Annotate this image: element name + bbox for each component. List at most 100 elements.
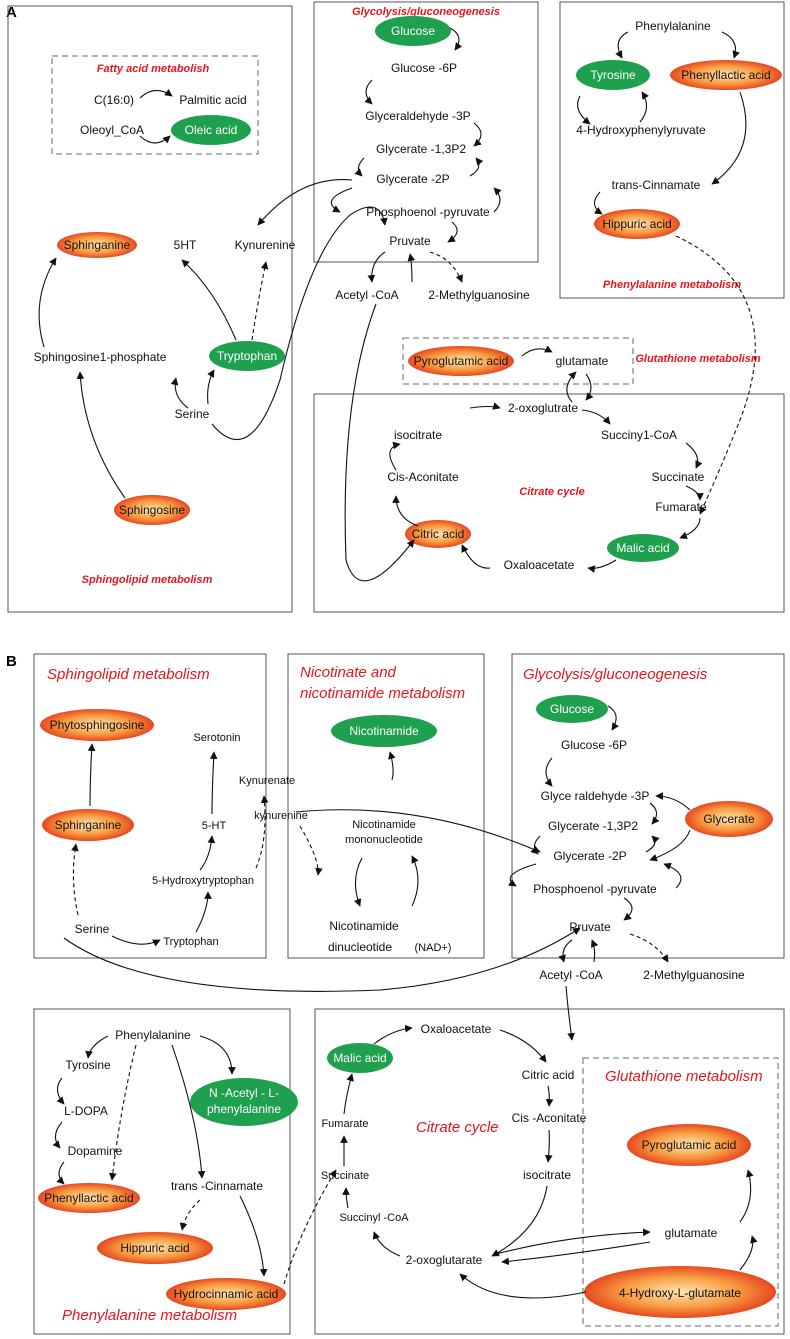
ellipse-tryptophan-a [209,341,285,371]
node-phytosphingosine-b: Phytosphingosine [50,718,145,732]
title-fatty-acid-a: Fatty acid metabolish [97,63,210,75]
dashed-arrow [629,933,669,963]
arrow [491,1185,548,1257]
arrow [649,802,660,825]
dashed-arrow [251,261,269,341]
ellipse-nicotinamide-b [331,715,437,747]
dashed-arrow [179,1199,201,1231]
node-5ht-b: 5-HT [202,820,227,832]
node-fumarate-a: Fumarate [655,500,707,514]
arrow [139,135,171,144]
dashed-arrow [283,1169,337,1285]
node-glucose-b: Glucose [550,702,594,716]
title-sphingolipid-b: Sphingolipid metabolism [47,666,210,683]
arrow [685,442,703,469]
node-succinate-b: Succinate [321,1170,369,1182]
arrow [85,1035,109,1059]
node-phenyllactic-b: Phenyllactic acid [44,1191,133,1205]
node-serine-a: Serine [175,407,210,421]
node-nmn-b-1: Nicotinamide [352,819,416,831]
node-nad-b-2: dinucleotide [328,940,392,954]
arrow [590,939,599,963]
ellipse-pyroglutamic-b [627,1124,751,1166]
ellipse-sphinganine-b [42,809,134,841]
node-glutamate-b: glutamate [665,1226,718,1240]
arrow [171,1044,206,1179]
title-nicotinate-b-2: nicotinamide metabolism [300,685,465,702]
node-citric-a: Citric acid [412,527,465,541]
arrow [679,517,701,539]
arrow [392,495,419,527]
node-pyroglutamic-b: Pyroglutamic acid [642,1138,737,1152]
node-glycerate-b: Glycerate [703,812,755,826]
node-c16: C(16:0) [94,93,134,107]
arrow [639,91,649,123]
arrow [344,303,415,582]
nicotinate-box-b [287,653,485,959]
node-pruvate-b: Pruvate [569,920,611,934]
arrow [367,251,386,283]
node-glyceraldehyde-3p-b: Glyce raldehyde -3P [541,789,650,803]
arrow [111,935,161,947]
arrow [645,835,660,853]
ellipse-oleic-acid [171,115,251,145]
arrow [655,792,691,811]
glutathione-box-b [582,1057,779,1327]
panel-label-a: A [6,4,17,21]
node-phenyllactic-a: Phenyllactic acid [681,68,770,82]
arrow [449,27,463,51]
citrate-box-a [313,393,785,613]
arrow [330,187,353,213]
title-citrate-b: Citrate cycle [416,1119,499,1136]
sphingolipid-box-b [33,653,267,959]
ellipse-n-acetyl-b [190,1078,298,1126]
node-hydroxyphenylpyruvate-a: 4-Hydroxyphenylyruvate [576,123,706,137]
node-methylguanosine-b: 2-Methylguanosine [643,968,745,982]
node-fumarate-b: Fumarate [321,1118,368,1130]
arrow [459,1273,587,1299]
arrow [581,409,611,425]
node-kynurenine-a: Kynurenine [235,238,296,252]
arrow [353,857,363,907]
node-2-oxoglutrate-a: 2-oxoglutrate [508,401,578,415]
arrow [388,751,396,781]
arrow [615,31,629,59]
dashed-arrow [255,795,269,869]
node-tryptophan-b: Tryptophan [163,936,218,948]
node-phenylalanine-a: Phenylalanine [635,19,711,33]
node-n-acetyl-b-1: N -Acetyl - L- [209,1086,279,1100]
node-s1p-a: Sphingosine1-phosphate [34,350,167,364]
node-glyceraldehyde-3p-a: Glyceraldehyde -3P [365,109,470,123]
arrow [56,1077,65,1105]
node-glycerate-13p2-b: Glycerate -1,3P2 [548,819,638,833]
arrow [577,95,591,125]
title-sphingolipid-a: Sphingolipid metabolism [82,574,213,586]
arrow [501,1241,651,1266]
arrow [38,257,57,348]
ellipse-phenyllactic-b [38,1183,140,1213]
node-citric-b: Citric acid [522,1068,575,1082]
arrow [195,891,212,933]
node-hippuric-b: Hippuric acid [120,1241,189,1255]
ellipse-glucose-a [375,16,451,46]
arrow [663,862,682,889]
ellipse-phenyllactic-a [670,60,782,90]
dashed-arrow [108,1044,137,1181]
node-glucose-6p-b: Glucose -6P [561,738,627,752]
ellipse-hippuric-b [97,1232,213,1264]
arrow [63,927,581,992]
node-serine-b: Serine [75,922,110,936]
node-methylguanosine-a: 2-Methylguanosine [428,288,530,302]
arrow [739,1169,754,1223]
node-pruvate-a: Pruvate [389,234,431,248]
node-sphinganine-b: Sphinganine [55,818,122,832]
node-hippuric-a: Hippuric acid [602,217,671,231]
node-succinylcoa-a: Succiny1-CoA [601,428,677,442]
arrow [199,1035,236,1075]
arrow [211,206,388,441]
panel-label-b: B [6,653,17,670]
dashed-arrow [71,843,79,916]
arrow [566,371,577,403]
arrow [207,369,215,405]
glycolysis-box-b [511,653,785,959]
